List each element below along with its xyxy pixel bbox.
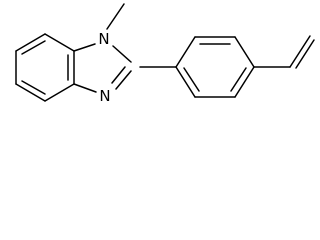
imidazole-ring xyxy=(73,43,132,93)
atom-label-n3: N xyxy=(99,87,110,105)
bond-vinyl-double-outer xyxy=(289,35,311,68)
double-bond-c7-c6-inner xyxy=(21,40,46,55)
vinyl-group xyxy=(253,35,315,69)
bond-c5-c4 xyxy=(15,83,46,102)
double-bond-c2-n3-second xyxy=(111,66,126,84)
phenyl-ring xyxy=(175,36,255,98)
bond-n1-c2 xyxy=(112,45,132,63)
bond-vinyl-double-inner xyxy=(295,39,315,69)
bond-p4-p5 xyxy=(234,66,255,98)
bond-p1-p2 xyxy=(175,36,196,68)
chemical-structure-diagram: N N xyxy=(15,3,315,105)
double-bond-c5-c4-inner xyxy=(21,80,46,95)
double-bond-p6-p1-inner xyxy=(183,67,200,92)
benzo-ring xyxy=(15,33,75,102)
double-bond-p4-p5-inner xyxy=(230,67,247,92)
bond-c4-c3a xyxy=(44,83,75,102)
bond-c2-n3 xyxy=(115,70,132,90)
bond-n3-c3a xyxy=(73,83,97,93)
bond-c7-c6 xyxy=(15,33,46,52)
bond-p6-p1 xyxy=(175,66,196,98)
bond-p3-p4 xyxy=(234,36,255,68)
atom-label-n1: N xyxy=(98,30,109,48)
bond-c7a-n1 xyxy=(73,43,96,52)
bond-c7a-c7 xyxy=(44,33,75,52)
bond-n1-methyl xyxy=(106,3,125,30)
